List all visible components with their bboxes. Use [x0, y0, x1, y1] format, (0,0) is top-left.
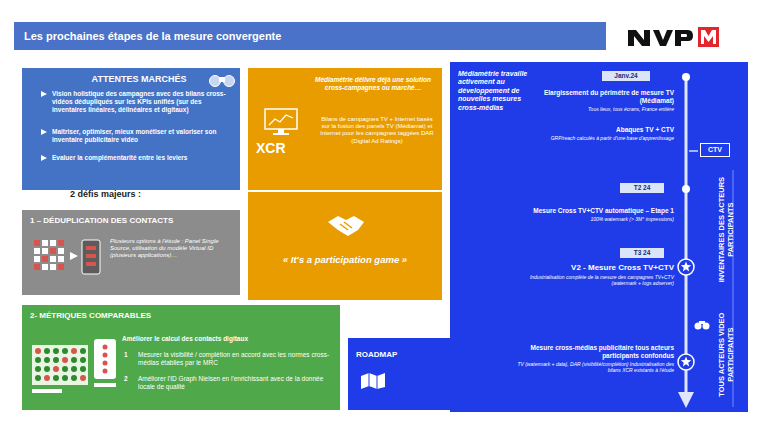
mediametrie-logo	[698, 27, 719, 47]
milestone-detail: GRP/reach calculés à partir d'une base d…	[542, 135, 674, 141]
milestone-title: Abaques TV + CTV	[542, 126, 674, 134]
vertical-label: TOUS ACTEURS VIDEO PARTICIPANTS	[718, 302, 735, 408]
item-text: Mesurer la visibilité / complétion en ac…	[138, 351, 334, 367]
box-heading: 2- MÉTRIQUES COMPARABLES	[30, 311, 250, 321]
body-text: Plusieurs options à l'étude : Panel Sing…	[110, 238, 234, 260]
box-heading: ATTENTES MARCHÉS	[74, 74, 204, 85]
binoculars-icon	[208, 73, 236, 87]
date-tag: Janv.24	[602, 71, 650, 81]
expectations-box: ATTENTES MARCHÉS Vision holistique des ca…	[22, 68, 240, 190]
roadmap-panel: Médiamétrie travaille activement au déve…	[450, 62, 748, 412]
sub-heading: Améliorer le calcul des contacts digitau…	[122, 335, 334, 343]
roadmap-tag: ROADMAP	[348, 338, 450, 410]
timeline-arrow	[450, 62, 748, 412]
xcr-box: Médiamétrie délivre déjà une solution cr…	[248, 68, 442, 190]
quote-text: « It's a participation game »	[258, 254, 432, 265]
milestone-detail: 100% watermark (> 3M° impressions)	[508, 216, 674, 222]
date-tag: T2 24	[620, 183, 664, 193]
milestone: Elargissement du périmètre de mesure TV …	[540, 88, 676, 113]
milestone: Abaques TV + CTVGRP/reach calculés à par…	[540, 125, 676, 142]
milestone-detail: Tous lieux, tous écrans, France entière	[542, 106, 674, 112]
intro-text: Médiamétrie délivre déjà une solution cr…	[310, 76, 436, 92]
milestone-title: Elargissement du périmètre de mesure TV …	[542, 89, 674, 105]
milestone-title: T3 24	[622, 249, 662, 257]
item-text: Améliorer l'ID Graph Nielsen en l'enrich…	[138, 375, 334, 391]
bullet-text: Evaluer la complémentarité entre les lev…	[52, 154, 234, 162]
milestone-title: T2 24	[622, 184, 662, 192]
ctv-box: CTV	[700, 143, 730, 157]
challenge-box: 2- MÉTRIQUES COMPARABLES Améliorer le cal…	[22, 305, 340, 410]
milestone: V2 - Mesure Cross TV+CTVIndustrialisatio…	[506, 262, 676, 287]
metrics-illustration	[30, 337, 120, 403]
milestone-title: Janv.24	[604, 72, 648, 80]
bullet-text: Vision holistique des campagnes avec des…	[52, 90, 234, 113]
intro-text: Médiamétrie travaille activement au déve…	[458, 70, 536, 112]
date-tag: T3 24	[620, 248, 664, 258]
roadmap-heading: ROADMAP	[356, 350, 442, 360]
roadmap-icon	[360, 372, 386, 390]
milestone-detail: TV (watermark + data), DAR (visibilité/c…	[508, 361, 674, 373]
body-text: Bilans de campagnes TV + Internet basés …	[318, 116, 436, 145]
milestone-title: CTV	[702, 146, 728, 154]
milestone: Mesure Cross TV+CTV automatique – Etape …	[506, 206, 676, 223]
milestone-title: Mesure Cross TV+CTV automatique – Etape …	[508, 207, 674, 215]
milestone: Mesure cross-médias publicitaire tous ac…	[506, 343, 676, 374]
quote-box: « It's a participation game »	[248, 192, 442, 300]
handshake-icon	[326, 212, 366, 238]
deduplication-illustration	[32, 236, 104, 290]
challenge-box: 1 – DÉDUPLICATION DES CONTACTS Plusieurs …	[22, 210, 240, 295]
box-heading: 1 – DÉDUPLICATION DES CONTACTS	[30, 216, 235, 226]
nvp-logo	[628, 30, 693, 46]
vertical-label: INVENTAIRES DES ACTEURS PARTICIPANTS	[718, 170, 735, 290]
item-number: 1	[124, 351, 136, 359]
bullet-text: Maîtriser, optimiser, mieux monétiser et…	[52, 128, 234, 144]
item-number: 2	[124, 375, 136, 383]
page-title: Les prochaines étapes de la mesure conve…	[24, 22, 599, 50]
monitor-icon	[264, 108, 298, 136]
product-name: XCR	[256, 140, 312, 157]
section-label: 2 défis majeurs :	[70, 189, 200, 199]
milestone-detail: Industrialisation complète de la mesure …	[508, 274, 674, 286]
milestone-title: Mesure cross-médias publicitaire tous ac…	[508, 344, 674, 360]
milestone-title: V2 - Mesure Cross TV+CTV	[508, 263, 674, 273]
